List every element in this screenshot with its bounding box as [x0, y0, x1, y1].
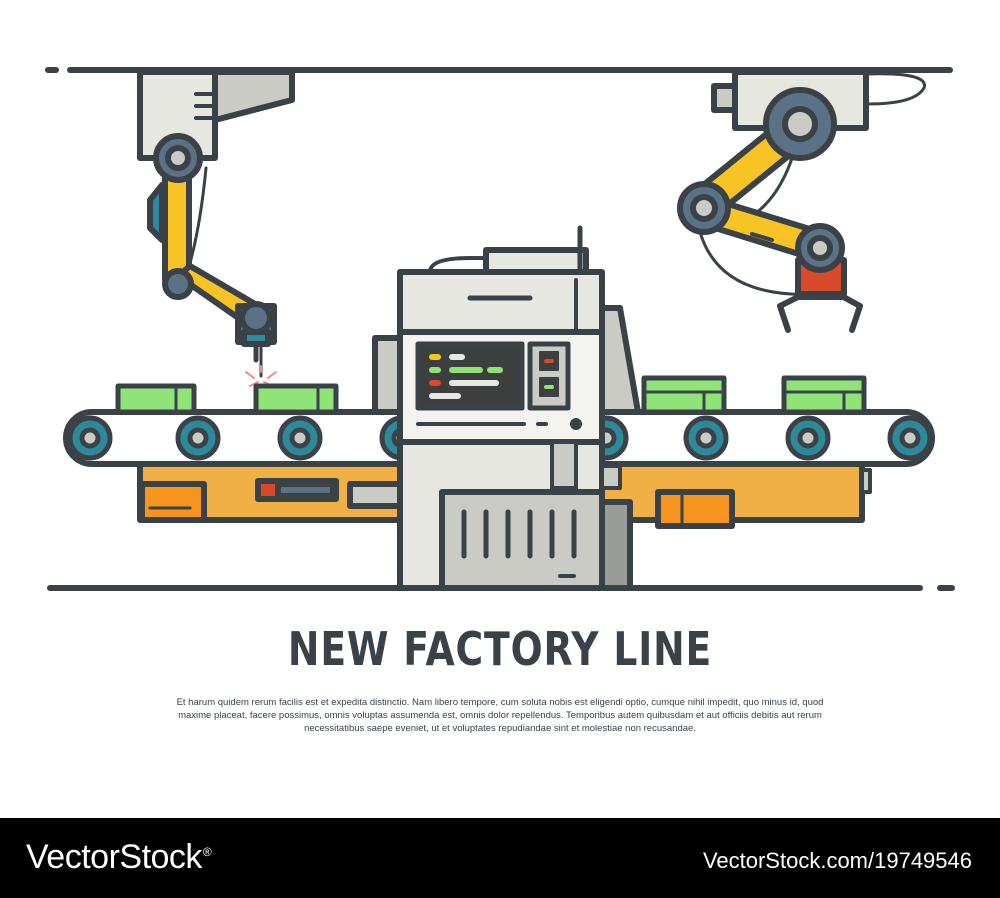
machine-screen-display [429, 354, 554, 399]
control-machine-icon [372, 225, 641, 591]
brand-logo: VectorStock® [26, 838, 212, 877]
footer-bar: VectorStock® VectorStock.com/19749546 [0, 818, 1000, 898]
factory-line-illustration [45, 67, 955, 591]
description-text: Et harum quidem rerum facilis est et exp… [176, 697, 824, 734]
product-box-icon [115, 375, 867, 415]
registered-mark: ® [202, 844, 212, 859]
machine-vent-slots [461, 509, 577, 559]
brand-name: VectorStock [26, 838, 202, 876]
stock-id-url: VectorStock.com/19749546 [702, 848, 972, 873]
robot-arm-welder-icon [137, 69, 295, 378]
robot-arm-gripper-icon [677, 69, 926, 333]
page-title: NEW FACTORY LINE [287, 622, 713, 676]
